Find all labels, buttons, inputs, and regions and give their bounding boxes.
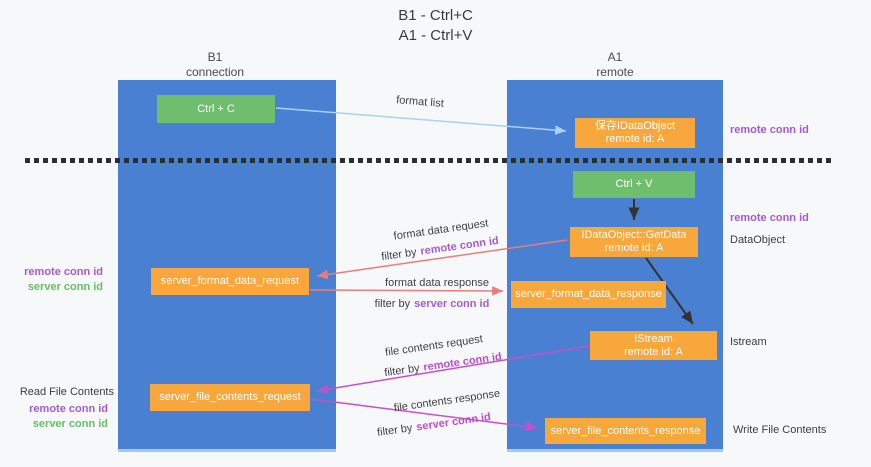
filter-keyword-server-conn-id: server conn id	[415, 411, 492, 434]
label-server-conn-id-left-2: server conn id	[32, 418, 108, 430]
lane-b1-sub: connection	[185, 65, 245, 79]
title-line-2: A1 - Ctrl+V	[398, 27, 473, 44]
box-format-request-label: server_format_data_request	[160, 275, 300, 287]
label-remote-conn-id-left-2: remote conn id	[29, 403, 108, 415]
box-file-request-label: server_file_contents_request	[159, 391, 301, 403]
arrow-format-data-response	[309, 286, 504, 296]
label-conn-ids-left-1: remote conn id server conn id	[0, 265, 103, 295]
box-format-response-label: server_format_data_response	[515, 288, 662, 300]
box-server-format-data-request: server_format_data_request	[151, 268, 309, 295]
box-istream: IStream remote id: A	[590, 331, 717, 360]
box-getdata-line1: IDataObject::GetData	[581, 229, 687, 241]
label-server-conn-id-left-1: server conn id	[27, 281, 103, 293]
box-file-response-label: server_file_contents_response	[550, 424, 701, 437]
filter-prefix: filter by	[376, 422, 414, 439]
filter-prefix: filter by	[380, 246, 418, 264]
box-save-idataobject-line2: remote id: A	[605, 133, 665, 145]
lane-header-b1: B1 connection	[106, 50, 324, 80]
filter-keyword-server-conn-id: server conn id	[414, 298, 490, 310]
lane-b1-name: B1	[207, 50, 223, 64]
diagram-title: B1 - Ctrl+C A1 - Ctrl+V	[0, 6, 871, 46]
box-server-file-contents-request: server_file_contents_request	[150, 384, 310, 411]
label-conn-ids-left-2: remote conn id server conn id	[0, 402, 108, 432]
label-format-list: format list	[395, 94, 445, 110]
lane-a1-sub: remote	[596, 65, 634, 79]
label-write-file-contents: Write File Contents	[733, 424, 827, 436]
label-istream: Istream	[730, 336, 767, 348]
box-ctrl-c-label: Ctrl + C	[197, 102, 235, 115]
lane-a1-name: A1	[607, 50, 623, 64]
filter-prefix: filter by	[374, 298, 411, 310]
box-idataobject-getdata: IDataObject::GetData remote id: A	[570, 227, 698, 257]
box-server-file-contents-response: server_file_contents_response	[545, 418, 706, 444]
label-remote-conn-id-right-2: remote conn id	[730, 212, 809, 224]
box-save-idataobject: 保存IDataObject remote id: A	[575, 118, 695, 148]
box-istream-line2: remote id: A	[624, 345, 683, 358]
box-ctrl-v: Ctrl + V	[573, 171, 695, 198]
box-ctrl-v-label: Ctrl + V	[615, 178, 653, 190]
box-save-idataobject-line1: 保存IDataObject	[594, 120, 676, 132]
box-server-format-data-response: server_format_data_response	[511, 281, 666, 308]
label-format-data-response: format data response	[385, 277, 489, 289]
lane-header-a1: A1 remote	[506, 50, 724, 80]
filter-keyword-remote-conn-id: remote conn id	[419, 234, 500, 258]
box-getdata-line2: remote id: A	[604, 242, 664, 254]
label-remote-conn-id-right-1: remote conn id	[730, 124, 809, 136]
filter-prefix: filter by	[383, 362, 421, 380]
dashed-separator	[25, 158, 835, 163]
filter-keyword-remote-conn-id: remote conn id	[422, 350, 503, 374]
label-dataobject: DataObject	[730, 234, 786, 246]
box-istream-line1: IStream	[634, 332, 673, 345]
label-read-file-contents: Read File Contents	[19, 386, 114, 398]
box-ctrl-c: Ctrl + C	[157, 95, 275, 123]
label-remote-conn-id-left-1: remote conn id	[24, 266, 103, 278]
label-file-contents-response: file contents response	[393, 387, 501, 415]
title-line-1: B1 - Ctrl+C	[398, 7, 473, 24]
